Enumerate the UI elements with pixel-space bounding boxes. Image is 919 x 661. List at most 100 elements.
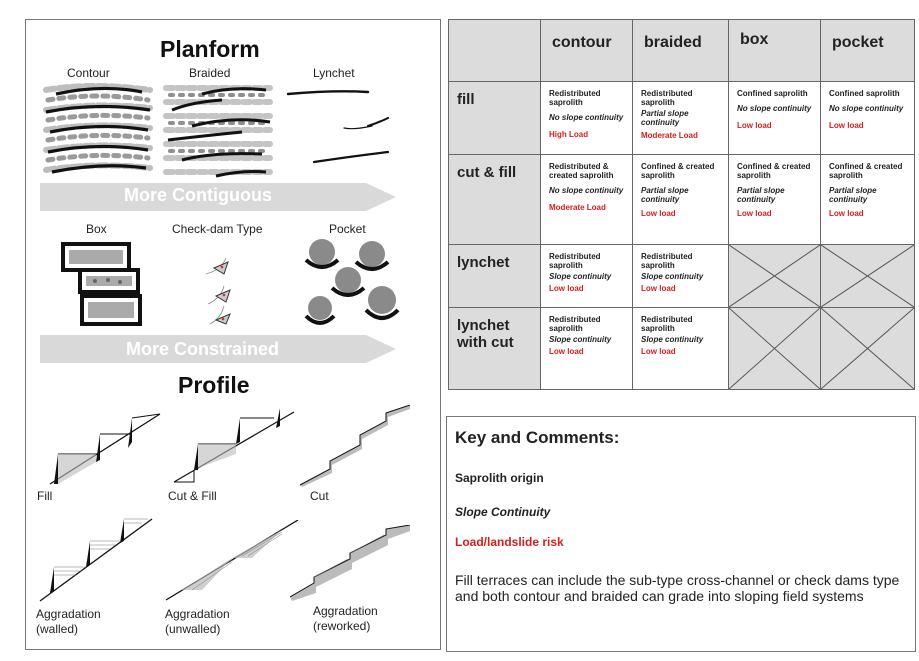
cell-origin: Confined saprolith — [829, 89, 900, 98]
cell-load: Low load — [641, 347, 676, 356]
key-comment: Fill terraces can include the sub-type c… — [455, 572, 900, 604]
left-panel — [25, 19, 441, 650]
check-dam-drawing — [205, 257, 231, 325]
cell-slope: No slope continuity — [737, 104, 812, 113]
cell-origin: Redistributed saprolith — [549, 252, 601, 270]
planform-contour-drawing — [43, 83, 153, 174]
key-panel — [446, 416, 916, 652]
cell-origin: Confined & created saprolith — [737, 162, 811, 180]
profile-cut-drawing — [300, 405, 411, 487]
cell-slope: Slope continuity — [641, 272, 704, 281]
cell-origin: Redistributed saprolith — [641, 315, 693, 333]
cell-slope: Partial slope continuity — [829, 186, 877, 204]
cell-load: Low load — [829, 121, 864, 130]
cross-mark — [821, 245, 914, 307]
braided-label: Braided — [189, 66, 231, 80]
column-header-box: box — [728, 19, 821, 82]
key-title: Key and Comments: — [455, 428, 620, 447]
empty-cell-crossed — [728, 244, 821, 308]
aggradation-reworked-drawing — [290, 525, 411, 601]
table-cell: Redistributed saprolith No slope continui… — [540, 81, 633, 155]
cell-load: Low load — [737, 121, 772, 130]
cell-origin: Redistributed & created saprolith — [549, 162, 614, 180]
planform-title: Planform — [160, 36, 260, 62]
agg-reworked-label-2: (reworked) — [313, 619, 371, 633]
cell-load: Low load — [737, 209, 772, 218]
cell-slope: Slope continuity — [641, 335, 704, 344]
cell-slope: Partial slope continuity — [737, 186, 785, 204]
empty-cell-crossed — [820, 307, 915, 390]
cross-mark — [821, 308, 914, 389]
box-label: Box — [86, 222, 107, 236]
lynchet-label: Lynchet — [313, 66, 355, 80]
table-header-row: contour braided box pocket — [448, 19, 915, 82]
agg-walled-label-1: Aggradation — [36, 607, 101, 621]
column-header-pocket: pocket — [820, 19, 915, 82]
contour-label: Contour — [67, 66, 110, 80]
cell-slope: No slope continuity — [549, 186, 624, 195]
cut-profile-label: Cut — [310, 489, 329, 503]
cut-fill-profile-label: Cut & Fill — [168, 489, 217, 503]
arrow-more-constrained — [40, 335, 396, 363]
table-corner — [448, 19, 541, 82]
cell-load: Low load — [641, 284, 676, 293]
arrow-more-contiguous — [40, 183, 396, 211]
cell-origin: Redistributed saprolith — [641, 89, 693, 107]
cell-origin: Confined & created saprolith — [829, 162, 903, 180]
column-header-braided: braided — [632, 19, 729, 82]
fill-profile-label: Fill — [37, 489, 53, 503]
terrace-classification-table: contour braided box pocket fill Redistri… — [448, 19, 915, 390]
row-header-lynchet-with-cut: lynchet with cut — [448, 307, 541, 390]
planform-braided-drawing — [163, 85, 273, 178]
check-dam-label: Check-dam Type — [172, 222, 263, 236]
cell-load: Low load — [549, 284, 584, 293]
cell-load: High Load — [549, 130, 589, 139]
row-header-cut-fill: cut & fill — [448, 154, 541, 245]
aggradation-unwalled-drawing — [165, 520, 299, 601]
table-row: cut & fill Redistributed & created sapro… — [448, 154, 915, 245]
agg-reworked-label-1: Aggradation — [313, 604, 378, 618]
cell-slope: Slope continuity — [549, 272, 612, 281]
box-terrace-drawing — [61, 242, 142, 326]
column-header-contour: contour — [540, 19, 633, 82]
table-row: lynchet with cut Redistributed saprolith… — [448, 307, 915, 390]
pocket-terrace-drawing — [304, 239, 400, 325]
cell-origin: Redistributed saprolith — [549, 89, 601, 107]
cell-slope: Partial slope continuity — [641, 186, 689, 204]
cell-load: Low load — [641, 209, 676, 218]
cell-load: Moderate Load — [641, 131, 698, 140]
profile-cut-fill-drawing — [173, 408, 295, 483]
more-constrained-label: More Constrained — [126, 339, 280, 359]
cross-mark — [729, 308, 820, 389]
cell-load: Low load — [829, 209, 864, 218]
aggradation-walled-drawing — [39, 518, 153, 602]
empty-cell-crossed — [820, 244, 915, 308]
cell-slope: No slope continuity — [549, 113, 624, 122]
agg-unwalled-label-1: Aggradation — [165, 607, 230, 621]
profile-title: Profile — [178, 372, 250, 398]
cell-slope: Slope continuity — [549, 335, 612, 344]
agg-unwalled-label-2: (unwalled) — [165, 622, 221, 636]
cell-origin: Confined saprolith — [737, 89, 808, 98]
table-cell: Redistributed & created saprolith No slop… — [540, 154, 633, 245]
agg-walled-label-2: (walled) — [36, 622, 79, 636]
profile-fill-drawing — [49, 413, 161, 485]
cell-slope: No slope continuity — [829, 104, 904, 113]
cell-load: Low load — [549, 347, 584, 356]
cell-origin: Redistributed saprolith — [641, 252, 693, 270]
key-load-risk: Load/landslide risk — [455, 535, 564, 549]
more-contiguous-label: More Contiguous — [124, 185, 272, 205]
pocket-label: Pocket — [329, 222, 366, 236]
planform-lynchet-drawing — [286, 90, 390, 164]
key-saprolith-origin: Saprolith origin — [455, 471, 544, 485]
key-slope-continuity: Slope Continuity — [455, 505, 551, 519]
